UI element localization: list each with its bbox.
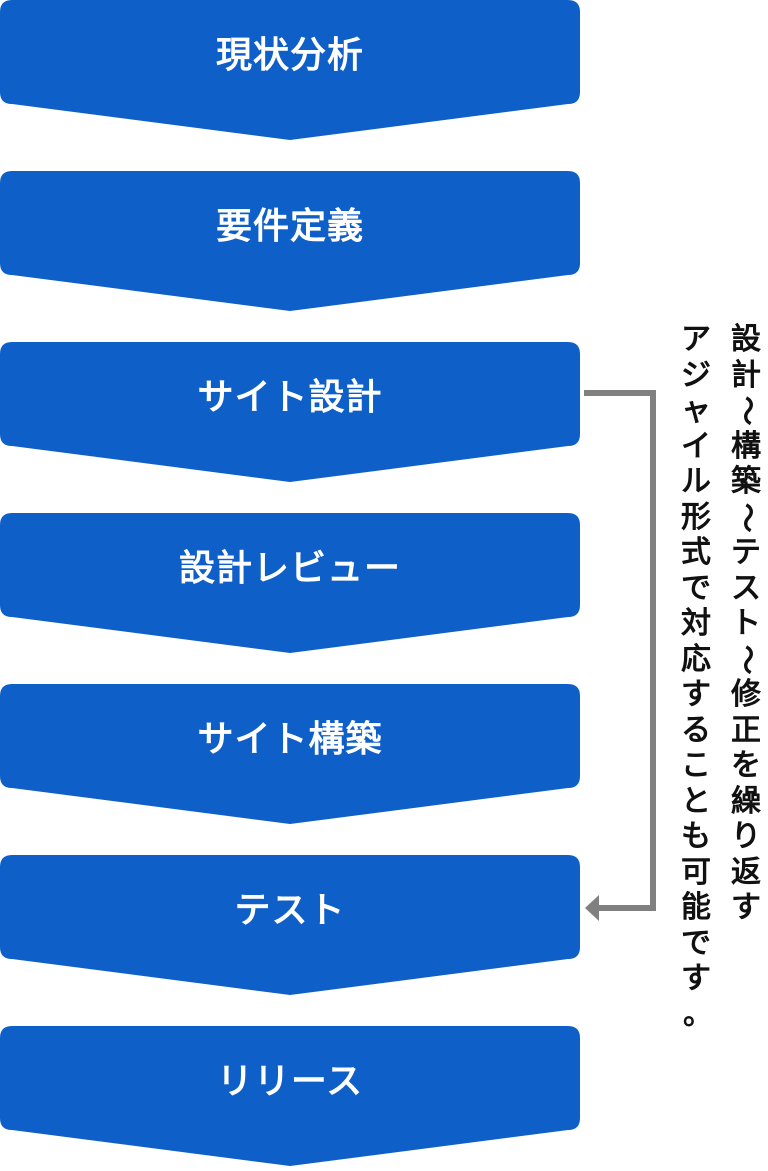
loop-note-line2-char: 対 — [681, 606, 711, 641]
loop-note-line2-char: 形 — [681, 499, 711, 535]
loop-note-line1-char: テ — [731, 535, 761, 570]
loop-note-line2: アジャイル形式で対応することも可能です。 — [679, 322, 713, 1032]
loop-note-line1-char: 修 — [731, 677, 761, 712]
loop-note-line1-char: ～ — [728, 395, 764, 426]
step-label: テスト — [234, 890, 346, 931]
loop-note-line1-char: ト — [731, 606, 761, 641]
step-shape — [0, 0, 580, 140]
loop-note-line1-char: ～ — [728, 502, 764, 533]
loop-note-line1-char: す — [731, 890, 761, 925]
loop-note-line2-char: ジ — [681, 357, 711, 393]
loop-note-line1-char: 計 — [731, 357, 761, 393]
loop-note-line2-char: 可 — [681, 854, 711, 890]
step-yoken-teigi: 要件定義 — [0, 171, 580, 311]
step-shape — [0, 171, 580, 311]
loop-note-line1-char: を — [731, 748, 761, 783]
loop-note-line1-char: 構 — [731, 428, 761, 464]
loop-note-line2-char: ア — [681, 322, 711, 357]
loop-note-line2-char: ル — [681, 464, 711, 499]
step-test: テスト — [0, 855, 580, 995]
loop-note-line2-char: こ — [681, 748, 711, 783]
loop-note-line2-char: す — [681, 677, 711, 712]
step-genjo-bunseki: 現状分析 — [0, 0, 580, 140]
loop-note-line1-char: 正 — [731, 712, 761, 748]
step-label: 設計レビュー — [178, 548, 401, 589]
loop-note-line2-char: 。 — [683, 996, 713, 1032]
loop-note-line2-char: で — [681, 570, 711, 606]
step-sekkei-review: 設計レビュー — [0, 513, 580, 653]
loop-note-line2-char: 能 — [681, 890, 711, 925]
step-label: 要件定義 — [215, 206, 364, 247]
loop-note-line2-char: イ — [681, 428, 711, 464]
loop-note-line1-char: ～ — [728, 644, 764, 675]
step-site-kochiku: サイト構築 — [0, 684, 580, 824]
loop-note-line2-char: 応 — [681, 641, 711, 677]
loop-note-line2-char: す — [681, 961, 711, 996]
step-shape — [0, 342, 580, 482]
loop-note-line1-char: ス — [731, 570, 761, 606]
loop-note-line1-char: 築 — [731, 464, 761, 499]
loop-note-line1-char: 繰 — [731, 783, 761, 819]
step-label: 現状分析 — [215, 35, 364, 76]
loop-note-line2-char: と — [681, 783, 711, 819]
loop-note-line2-char: で — [681, 925, 711, 961]
step-release: リリース — [0, 1026, 580, 1166]
loop-note-line2-char: ャ — [681, 393, 711, 428]
loop-note-line1-char: 設 — [731, 322, 761, 357]
step-shape — [0, 855, 580, 995]
step-label: サイト設計 — [197, 377, 383, 418]
loop-note-line1: 設計～構築～テスト～修正を繰り返す — [728, 322, 764, 926]
loop-note-line2-char: も — [681, 819, 711, 854]
process-flow: 現状分析 要件定義 サイト設計 設計レビュー サイト構築 テスト — [0, 0, 580, 1166]
loop-note-line2-char: 式 — [681, 535, 711, 570]
step-label: リリース — [216, 1061, 364, 1102]
step-shape — [0, 513, 580, 653]
loop-note-line1-char: 返 — [731, 854, 761, 890]
step-shape — [0, 684, 580, 824]
step-shape — [0, 1026, 580, 1166]
loop-arrow — [584, 390, 656, 921]
step-site-sekkei: サイト設計 — [0, 342, 580, 482]
loop-note-line2-char: る — [681, 712, 711, 748]
loop-note-line1-char: り — [731, 819, 761, 854]
step-label: サイト構築 — [197, 719, 383, 760]
